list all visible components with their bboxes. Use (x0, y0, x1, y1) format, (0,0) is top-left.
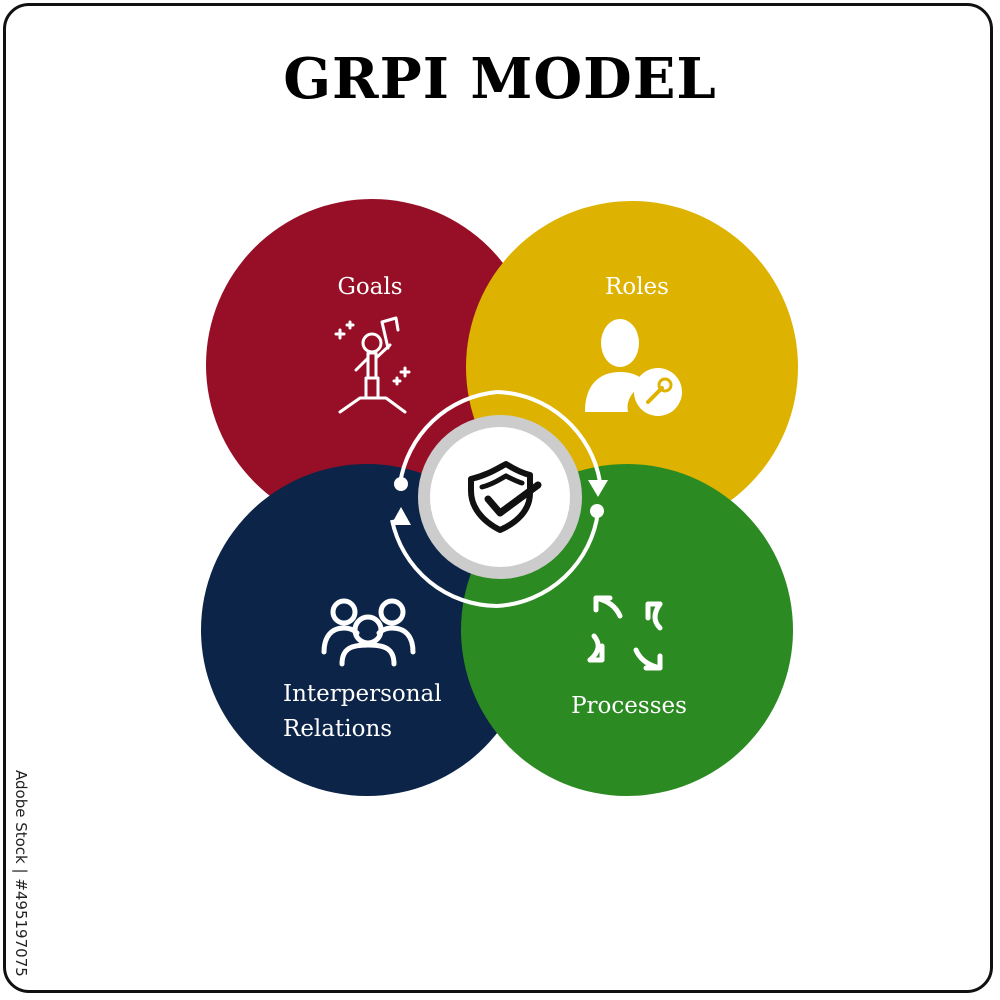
ring-arrow-up-icon (391, 507, 411, 525)
interpersonal-label-line-1: Interpersonal (283, 681, 442, 707)
diagram-title: GRPI MODEL (283, 46, 717, 112)
ring-dot-right (590, 504, 604, 518)
interpersonal-label-line-2: Relations (283, 716, 392, 742)
processes-label: Processes (571, 693, 687, 719)
roles-label: Roles (605, 274, 669, 300)
ring-arrow-down-icon (588, 480, 608, 497)
shield-check-icon (468, 461, 542, 533)
center-disk (430, 427, 570, 567)
team-people-icon (321, 598, 416, 667)
goals-label: Goals (337, 274, 402, 300)
stock-id-text: Adobe Stock | #495197075 (12, 770, 30, 977)
cycle-arrows-icon (587, 595, 663, 671)
ring-dot-left (394, 477, 408, 491)
stock-id-sidebar: Adobe Stock | #495197075 (8, 770, 32, 990)
cycle-ring (390, 390, 602, 608)
achievement-flag-person-icon (334, 316, 411, 414)
user-wrench-icon (585, 319, 682, 416)
